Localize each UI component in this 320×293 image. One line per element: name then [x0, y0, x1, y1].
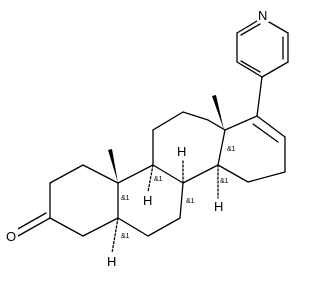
hydrogen-c9: H [143, 193, 152, 208]
c10-methyl-wedge [108, 149, 118, 183]
stereo-flag-c14: &1 [220, 178, 229, 185]
ring-b [117, 164, 184, 237]
pyridine-link-bond [256, 76, 263, 117]
ring-d [217, 115, 286, 183]
hydrogen-c5: H [107, 254, 116, 269]
ring-c [152, 111, 226, 184]
hydrogen-c14: H [214, 199, 223, 214]
stereo-flag-c8: &1 [186, 198, 195, 205]
stereo-flag-c5: &1 [121, 233, 130, 240]
ketone-bond-2 [15, 212, 47, 231]
nitrogen-atom: N [258, 8, 267, 23]
pyridine-ring [236, 17, 289, 78]
ring-a [49, 164, 119, 237]
stereo-flag-c10: &1 [121, 195, 130, 202]
stereo-flag-c13: &1 [227, 146, 236, 153]
oxygen-atom: O [6, 229, 16, 244]
stereo-hash-bonds [111, 159, 219, 254]
ketone-bond-1 [17, 217, 51, 237]
chemical-structure-diagram: N O H H H H &1 &1 &1 &1 &1 &1 [6, 8, 289, 269]
c13-methyl-wedge [212, 95, 224, 130]
hydrogen-c8: H [177, 144, 186, 159]
stereo-flag-c9: &1 [154, 176, 163, 183]
